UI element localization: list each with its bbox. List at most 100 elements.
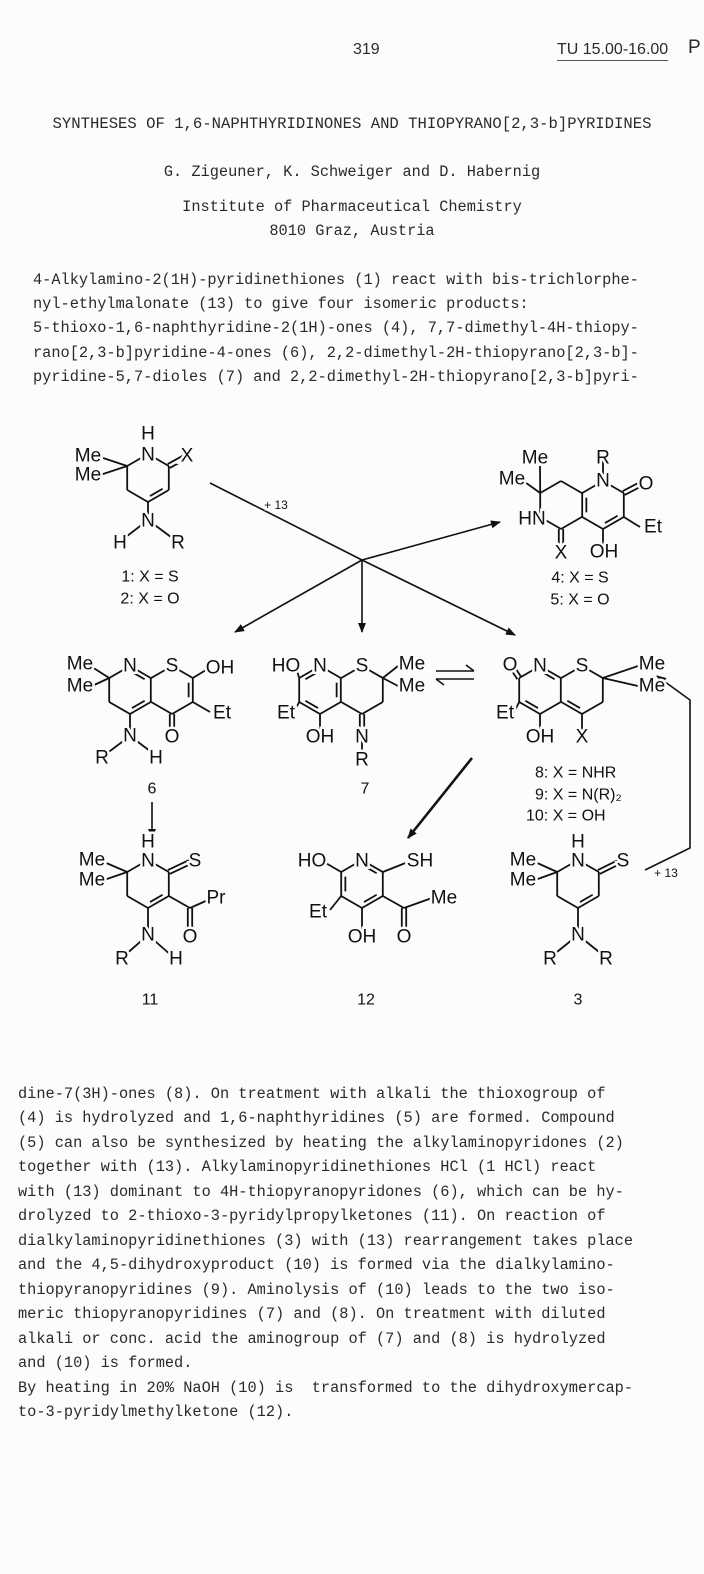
bond xyxy=(534,871,558,881)
bond xyxy=(323,861,342,873)
atom-label: Me xyxy=(75,446,101,467)
text-line: (4) is hydrolyzed and 1,6-naphthyridines… xyxy=(18,1109,615,1127)
text-line: dine-7(3H)-ones (8). On treatment with a… xyxy=(18,1085,606,1103)
bond xyxy=(513,701,520,713)
bond xyxy=(129,701,152,715)
bond xyxy=(129,735,155,755)
bond xyxy=(382,895,405,909)
atom-label: O xyxy=(183,927,198,948)
text-line: meric thiopyranopyridines (7) and (8). O… xyxy=(18,1305,606,1323)
bond xyxy=(340,665,363,679)
atom-label: Et xyxy=(496,703,515,724)
atom-label: Et xyxy=(213,703,232,724)
bond xyxy=(513,665,522,678)
bond xyxy=(147,934,173,957)
text-line: thiopyranopyridines (9). Aminolysis of (… xyxy=(18,1281,615,1299)
bond xyxy=(168,895,191,909)
bond xyxy=(577,895,600,909)
atom-label: Me xyxy=(510,850,536,871)
bond xyxy=(147,519,176,541)
bond xyxy=(361,895,384,909)
atom-label: N xyxy=(571,925,585,946)
text-line: and (10) is formed. xyxy=(18,1354,193,1372)
atom-label: S xyxy=(166,656,179,677)
bond xyxy=(581,665,604,679)
atom-label: N xyxy=(571,851,585,872)
atom-label: O xyxy=(503,655,518,676)
bond xyxy=(602,677,639,687)
bond xyxy=(167,454,185,465)
compound-7: HO N S Me Me Et OH N R 7 xyxy=(269,651,427,800)
bond xyxy=(340,701,363,715)
compound-3: H N S Me Me N R R 3 + 13 xyxy=(507,829,680,1011)
bond xyxy=(560,480,583,494)
bond xyxy=(581,701,604,715)
atom-label: Me xyxy=(79,850,105,871)
atom-label: S xyxy=(617,851,630,872)
atom-label: X xyxy=(181,446,194,467)
atom-label: H xyxy=(149,748,163,769)
atom-label: Me xyxy=(431,888,457,909)
text-line: (5) can also be synthesized by heating t… xyxy=(18,1134,624,1152)
atom-label: N xyxy=(141,511,155,532)
bond xyxy=(91,666,110,679)
bond xyxy=(579,893,594,903)
bond xyxy=(131,671,146,681)
compound-number: 6 xyxy=(148,781,157,798)
bond xyxy=(126,859,149,873)
bond xyxy=(99,465,128,476)
bond xyxy=(147,895,170,909)
text-line: to-3-pyridylmethylketone (12). xyxy=(18,1403,294,1421)
arrow-10-to-12 xyxy=(406,757,474,839)
bond xyxy=(171,701,194,715)
atom-label: Me xyxy=(399,676,425,697)
compound-number: 11 xyxy=(142,992,159,1009)
bond xyxy=(149,893,164,903)
text-line: dialkylaminopyridinethiones (3) with (13… xyxy=(18,1232,634,1250)
atom-label: OH xyxy=(526,727,555,748)
bond xyxy=(298,665,321,679)
atom-label: N xyxy=(123,656,137,677)
page-number: 319 xyxy=(353,41,380,58)
bond xyxy=(304,699,319,709)
atom-label: OH xyxy=(306,727,335,748)
compound-6: Me Me N S OH Et O N R H 6 xyxy=(64,651,236,800)
atom-label: S xyxy=(576,656,589,677)
atom-label: Et xyxy=(277,703,296,724)
bond xyxy=(597,859,619,871)
compound-legend: 10: X = OH xyxy=(526,808,606,825)
arrow-to-8 xyxy=(361,559,516,636)
atom-label: H xyxy=(113,533,127,554)
bond xyxy=(298,701,321,715)
atom-label: Et xyxy=(309,902,328,923)
bond xyxy=(524,699,539,709)
bond xyxy=(103,871,128,881)
bond xyxy=(361,859,384,873)
atom-label: N xyxy=(141,851,155,872)
atom-label: R xyxy=(543,949,557,970)
bond xyxy=(108,701,131,715)
atom-label: O xyxy=(639,474,654,495)
atom-label: Me xyxy=(79,870,105,891)
bond xyxy=(319,665,342,679)
session-time: TU 15.00-16.00 xyxy=(557,41,669,61)
bond xyxy=(566,699,581,709)
bond xyxy=(382,677,399,687)
text-line: pyridine-5,7-dioles (7) and 2,2-dimethyl… xyxy=(33,368,639,386)
bond xyxy=(167,859,190,871)
atom-label: Me xyxy=(399,654,425,675)
bond xyxy=(622,480,643,492)
atom-label: R xyxy=(355,750,369,771)
atom-label: O xyxy=(165,727,180,748)
compound-legend: 4: X = S xyxy=(551,570,608,587)
atom-label: R xyxy=(95,748,109,769)
text-line: together with (13). Alkylaminopyridineth… xyxy=(18,1158,597,1176)
bond xyxy=(126,895,149,909)
compound-4-5: R N O Et OH X HN Me Me 4: X = S 5: X = O xyxy=(496,445,665,611)
bond xyxy=(518,665,541,679)
atom-label: X xyxy=(555,543,568,564)
bond xyxy=(361,701,384,715)
bond xyxy=(169,458,187,469)
bond xyxy=(150,701,173,715)
atom-label: N xyxy=(533,656,547,677)
